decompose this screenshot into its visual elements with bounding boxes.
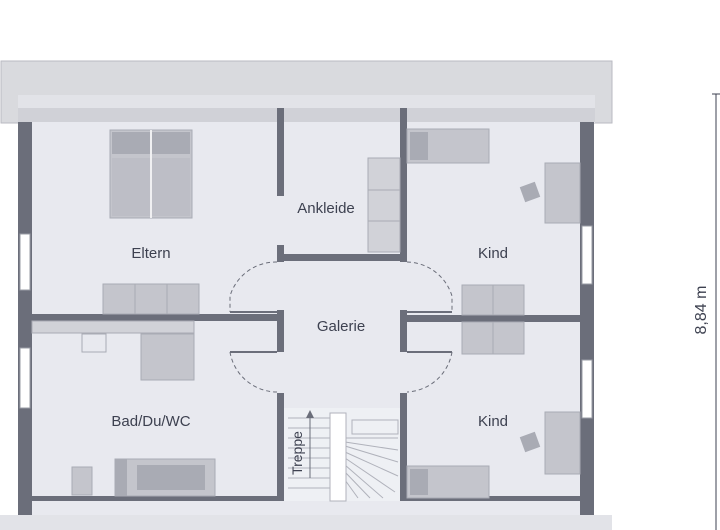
bottom-roof-strip: [0, 515, 612, 530]
room-label-bad: Bad/Du/WC: [111, 413, 190, 430]
stair-arrow-head: [306, 410, 314, 418]
bath-tub-edge: [115, 459, 127, 496]
wall-mid-left: [32, 314, 284, 321]
door-swing-left-top: [229, 261, 278, 312]
wall-ankleide-left-bottom: [277, 245, 284, 262]
door-swing-right-top: [406, 261, 453, 312]
interior-walls: [32, 108, 580, 501]
stair-landing: [351, 419, 399, 435]
bath-toilet: [71, 466, 93, 496]
wall-kind-left-top: [400, 108, 407, 262]
stair: [284, 408, 400, 502]
bed-eltern: [109, 129, 193, 219]
wall-center-right: [400, 310, 407, 352]
room-label-eltern: Eltern: [131, 245, 170, 262]
desk-kind-bottom: [519, 411, 581, 475]
wall-stair-left: [277, 393, 284, 501]
room-label-galerie: Galerie: [317, 318, 365, 335]
stair-label-treppe: Treppe: [289, 431, 305, 475]
door-leaves: [230, 311, 452, 353]
windows: [19, 225, 593, 419]
shelf-ankleide: [367, 157, 401, 253]
window-left-top: [19, 233, 31, 291]
dimension-line: [712, 93, 720, 530]
wardrobe-eltern: [102, 283, 200, 315]
wall-mid-right: [400, 315, 580, 322]
door-swings: [229, 261, 453, 393]
bathroom-fixtures: [31, 320, 216, 497]
bed-kind-bottom: [406, 465, 490, 499]
bed-kind-top: [406, 128, 490, 164]
wardrobe-kind-top: [461, 284, 525, 316]
wall-center-left: [277, 310, 284, 352]
wall-ankleide-left-top: [277, 108, 284, 196]
stair-core: [329, 412, 347, 502]
desk-kind-top: [519, 162, 581, 224]
bath-vanity: [31, 320, 195, 334]
wall-left: [18, 122, 32, 515]
wardrobe-kind-bottom: [461, 321, 525, 355]
door-swing-left-bottom: [229, 351, 278, 393]
dimension-label-depth: 8,84 m: [693, 286, 710, 335]
wall-stair-right: [400, 393, 407, 501]
bath-sink-left: [81, 333, 107, 353]
room-label-kind-bottom: Kind: [478, 413, 508, 430]
wall-ankleide-bottom: [277, 254, 404, 261]
bath-tub-inner: [137, 465, 205, 490]
room-label-kind-top: Kind: [478, 245, 508, 262]
room-label-ankleide: Ankleide: [297, 200, 355, 217]
window-left-bottom: [19, 347, 31, 409]
window-right-bottom: [581, 359, 593, 419]
door-swing-right-bottom: [406, 351, 453, 393]
window-right-top: [581, 225, 593, 285]
bath-shower: [140, 333, 195, 381]
wall-right: [580, 122, 594, 515]
wall-top: [18, 108, 595, 122]
